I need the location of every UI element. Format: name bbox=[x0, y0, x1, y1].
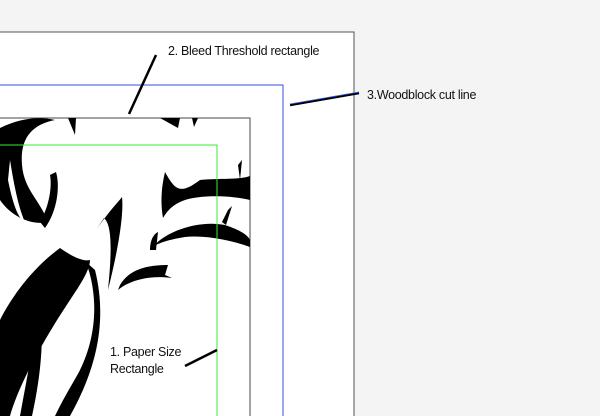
woodblock-callout-line-highlight bbox=[289, 91, 360, 105]
woodblock-cut-label: 3.Woodblock cut line bbox=[367, 88, 476, 102]
outer-board bbox=[0, 31, 355, 416]
paper-callout-line bbox=[184, 348, 218, 368]
bleed-threshold-rect bbox=[0, 117, 251, 416]
paper-size-label-line2: Rectangle bbox=[110, 362, 164, 376]
woodblock-callout-line bbox=[289, 91, 360, 107]
bleed-callout-line bbox=[127, 54, 158, 115]
tribal-artwork bbox=[0, 118, 250, 416]
paper-size-label-line1: 1. Paper Size bbox=[110, 345, 181, 359]
bleed-threshold-label: 2. Bleed Threshold rectangle bbox=[168, 44, 320, 58]
paper-size-rect bbox=[0, 144, 218, 416]
woodblock-cut-rect bbox=[0, 84, 284, 416]
